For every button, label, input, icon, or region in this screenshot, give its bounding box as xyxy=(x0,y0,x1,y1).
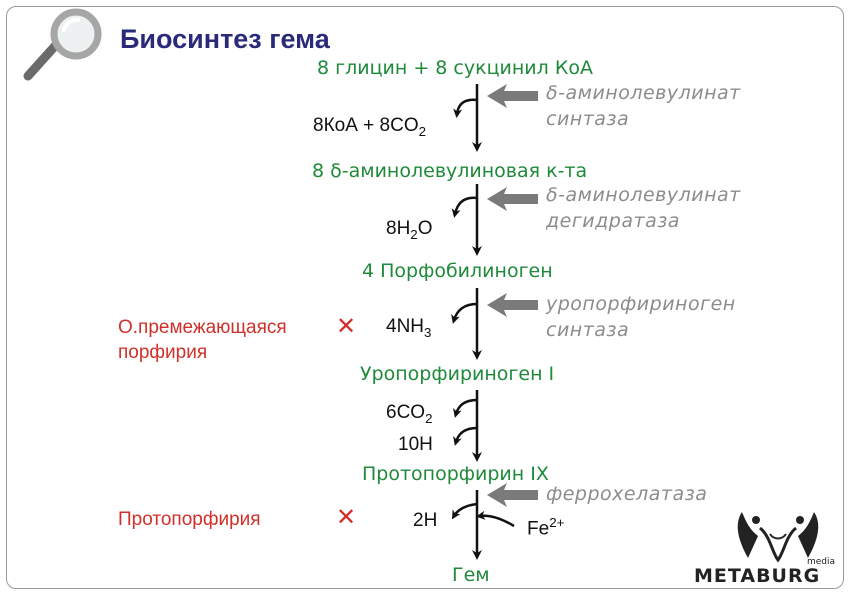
enzyme-arrow-4 xyxy=(487,483,538,507)
substrate-heme: Гем xyxy=(452,564,490,586)
byproduct-co2: 6CO2 xyxy=(386,402,433,426)
enzyme-uroporphyrinogen-synthase-line2: синтаза xyxy=(546,319,630,341)
enzyme-arrow-1 xyxy=(487,84,538,108)
iron-ion: Fe2+ xyxy=(527,515,565,540)
block-cross-icon: ✕ xyxy=(336,503,357,531)
enzyme-ala-synthase-line2: синтаза xyxy=(546,108,630,130)
substrate-uroporphyrinogen: Уропорфириноген I xyxy=(360,363,555,385)
enzyme-uroporphyrinogen-synthase-line1: уропорфириноген xyxy=(546,293,736,315)
enzyme-ala-dehydratase-line2: дегидратаза xyxy=(546,210,680,232)
byproduct-10h: 10H xyxy=(398,434,433,455)
enzyme-ferrochelatase: феррохелатаза xyxy=(546,483,708,505)
enzyme-arrow-2 xyxy=(487,187,538,211)
logo-media-label: media xyxy=(807,557,836,567)
substrate-glycine-succinyl-coa: 8 глицин + 8 сукцинил КоА xyxy=(317,57,593,79)
disease-acute-intermittent-porphyria-line1: О.премежающаяся xyxy=(118,317,287,338)
enzyme-ala-synthase-line1: δ-аминолевулинат xyxy=(546,82,741,104)
substrate-aminolevulinic-acid: 8 δ-аминолевулиновая к-та xyxy=(312,160,588,182)
diagram-frame xyxy=(6,6,844,589)
enzyme-arrow-3 xyxy=(487,293,538,317)
disease-protoporphyria: Протопорфирия xyxy=(118,509,261,530)
main-arrow-step3 xyxy=(451,288,482,360)
byproduct-ammonia: 4NH3 xyxy=(386,316,432,340)
main-arrow-step1 xyxy=(453,84,482,152)
magnifier-icon xyxy=(23,8,102,81)
substrate-porphobilinogen: 4 Порфобилиноген xyxy=(362,260,553,282)
main-arrow-step4 xyxy=(453,390,482,462)
enzyme-ala-dehydratase-line1: δ-аминолевулинат xyxy=(546,184,741,206)
byproduct-coa-co2: 8КоА + 8CO2 xyxy=(313,115,427,139)
logo-wordmark: METABURG xyxy=(694,565,821,587)
byproduct-water: 8H2O xyxy=(386,218,433,242)
enzyme-arrows xyxy=(487,84,538,507)
byproduct-2h: 2H xyxy=(413,510,438,531)
main-arrow-step5 xyxy=(451,490,515,560)
metaburg-logo-figure xyxy=(737,512,819,563)
page-title: Биосинтез гема xyxy=(120,24,330,54)
block-cross-icon: ✕ xyxy=(336,312,357,340)
substrate-protoporphyrin: Протопорфирин IX xyxy=(362,463,549,485)
disease-acute-intermittent-porphyria-line2: порфирия xyxy=(118,342,208,363)
main-arrow-step2 xyxy=(451,184,482,256)
